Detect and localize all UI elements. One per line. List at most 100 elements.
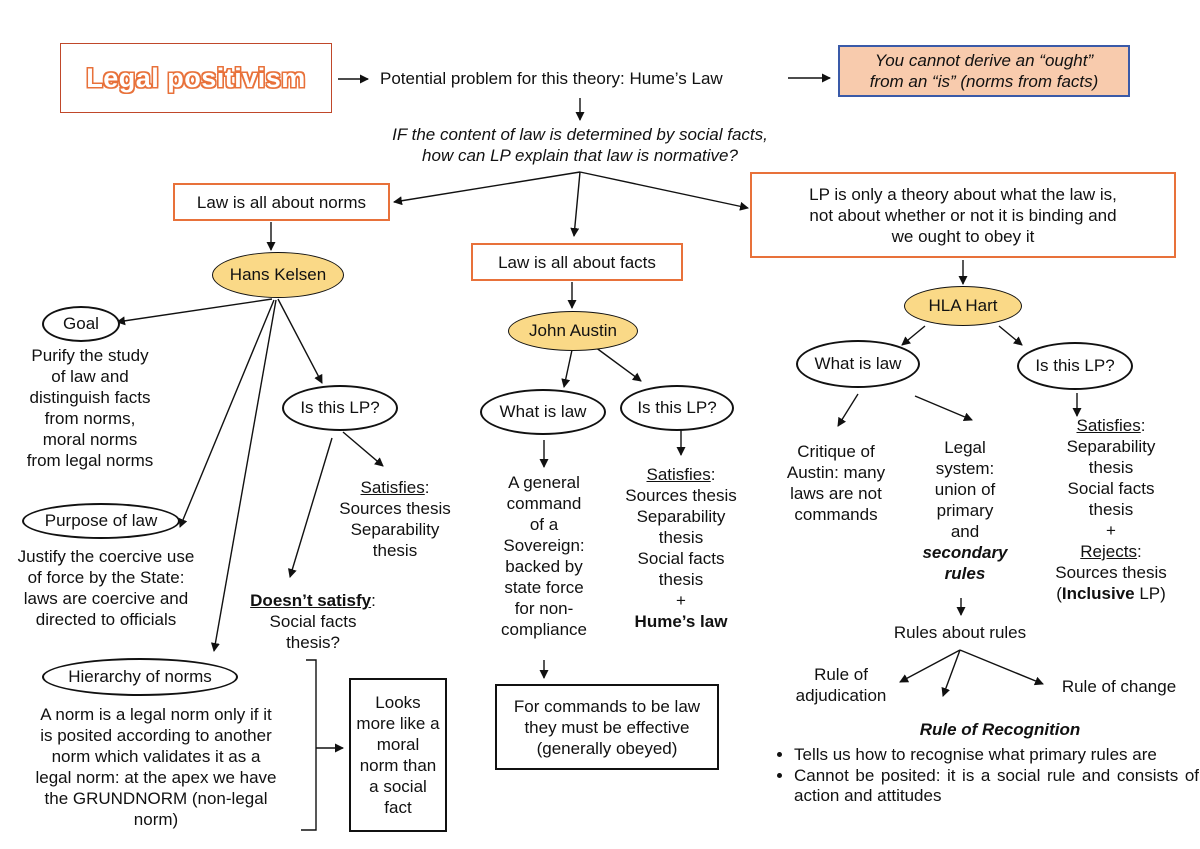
text-line: thesis [1088,500,1134,519]
text-line: laws are not [790,484,882,503]
text-line: Critique of [797,442,875,461]
john-austin-node: John Austin [508,311,638,351]
rules-about-rules: Rules about rules [893,623,1027,642]
text-line: Sources thesis [339,499,451,518]
austin-definition: A general command of a Sovereign: backed… [480,472,608,640]
text-line: norm than [359,756,437,775]
hart-satisfies: Satisfies: Separability thesis Social fa… [1035,415,1187,604]
text-line: For commands to be law [513,696,701,716]
text-line: legal norm: at the apex we have [35,768,277,787]
text-line: thesis? [286,633,340,652]
text-line: and [950,522,980,541]
diagram-title: Legal positivism [60,43,332,113]
kelsen-is-lp-node: Is this LP? [282,385,398,431]
hart-is-lp-node: Is this LP? [1017,342,1133,390]
austin-satisfies: Satisfies: Sources thesis Separability t… [607,464,755,632]
question-line: how can LP explain that law is normative… [422,146,738,165]
text-line: LP is only a theory about what the law i… [809,184,1117,204]
text-line: commands [794,505,878,524]
looks-moral-box: Looks more like a moral norm than a soci… [349,678,447,832]
purpose-text: Justify the coercive use of force by the… [0,546,212,630]
normativity-question: IF the content of law is determined by s… [360,124,800,166]
hierarchy-text: A norm is a legal norm only if it is pos… [0,704,312,830]
text-line: thesis [658,570,704,589]
text-line: thesis [658,528,704,547]
text-line: thesis [1088,458,1134,477]
text-line: system: [935,459,995,478]
text-line: distinguish facts [29,388,151,407]
hla-hart-node: HLA Hart [904,286,1022,326]
text-line: + [676,591,686,610]
text-line: + [1106,521,1116,540]
effective-commands-box: For commands to be law they must be effe… [495,684,719,770]
text-line: of a [529,515,559,534]
text-line: moral norms [42,430,138,449]
text-line: of force by the State: [27,568,185,587]
text-line: directed to officials [35,610,177,629]
text-line: secondary [922,543,1008,562]
text-line: Looks [375,693,421,712]
text-line: rules [944,564,986,583]
text-line: backed by [505,557,583,576]
text-line: Separability [1066,437,1156,456]
text-line: for non- [514,599,574,618]
text-line: of law and [51,367,129,386]
inclusive-lp-line: (Inclusive LP) [1035,583,1187,604]
hume-box-line: You cannot derive an “ought” [874,51,1094,70]
text-line: the GRUNDNORM (non-legal [44,789,268,808]
text-line: a social [369,777,427,796]
satisfies-label: Satisfies [646,465,711,484]
hume-law-box: You cannot derive an “ought” from an “is”… [838,45,1130,97]
rejects-label: Rejects [1080,542,1137,561]
law-about-norms-box: Law is all about norms [173,183,390,221]
law-about-facts-box: Law is all about facts [471,243,683,281]
text-line: is posited according to another [40,726,272,745]
bullet-item: Tells us how to recognise what primary r… [794,745,1199,765]
kelsen-satisfies: Satisfies: Sources thesis Separability t… [325,477,465,561]
hierarchy-of-norms-node: Hierarchy of norms [42,658,238,696]
text-line: Sources thesis [625,486,737,505]
text-line: we ought to obey it [891,226,1035,246]
inclusive-bold: Inclusive [1061,584,1135,603]
purpose-of-law-node: Purpose of law [22,503,180,539]
text-line: laws are coercive and [23,589,189,608]
kelsen-doesnt-satisfy: Doesn’t satisfy: Social facts thesis? [228,590,398,653]
text-line: Purify the study [31,346,149,365]
recognition-bullets: Tells us how to recognise what primary r… [772,745,1199,807]
rule-of-recognition-heading: Rule of Recognition [919,720,1081,739]
rule-of-adjudication: Rule of adjudication [776,664,906,706]
text-line: norm) [133,810,179,829]
text-line: fact [384,798,412,817]
hans-kelsen-node: Hans Kelsen [212,252,344,298]
text-line: Rule of [814,665,868,684]
goal-node: Goal [42,306,120,342]
satisfies-label: Satisfies [1076,416,1141,435]
text-line: Social facts [637,549,725,568]
text-line: compliance [501,620,587,639]
text-line: Social facts [269,612,357,631]
text-line: Separability [636,507,726,526]
text-line: Justify the coercive use [17,547,195,566]
text-line: norm which validates it as a [51,747,261,766]
text-line: from legal norms [26,451,154,470]
text-line: Separability [350,520,440,539]
satisfies-label: Satisfies [360,478,425,497]
text-line: primary [936,501,994,520]
text-line: Austin: many [786,463,886,482]
text-line: adjudication [795,686,887,705]
text-line: not about whether or not it is binding a… [809,205,1117,225]
text-line: (generally obeyed) [536,738,678,758]
hart-what-is-law-node: What is law [796,340,920,388]
goal-text: Purify the study of law and distinguish … [0,345,180,471]
text-line: Social facts [1067,479,1155,498]
lp-theory-box: LP is only a theory about what the law i… [750,172,1176,258]
austin-what-is-law-node: What is law [480,389,606,435]
text-line: command [506,494,582,513]
text-line: Sovereign: [503,536,585,555]
text-line: A general [508,473,580,492]
text-line: from norms, [44,409,136,428]
text-part: ( [1056,584,1062,603]
hume-box-line: from an “is” (norms from facts) [869,72,1099,91]
rule-of-change: Rule of change [1061,677,1177,696]
